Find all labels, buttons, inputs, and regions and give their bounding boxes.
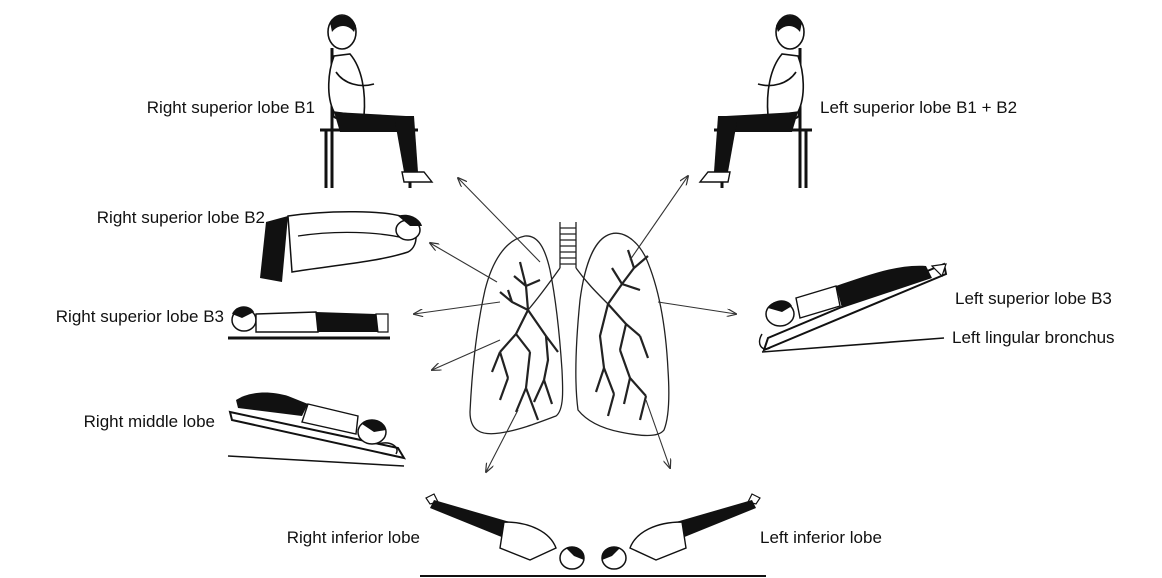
arrow-icon: [658, 302, 736, 314]
label-left-lingular-bronchus: Left lingular bronchus: [952, 328, 1115, 348]
label-right-middle-lobe: Right middle lobe: [84, 412, 215, 432]
arrow-icon: [646, 400, 670, 468]
lungs-icon: [470, 222, 669, 436]
label-right-inferior-lobe: Right inferior lobe: [287, 528, 420, 548]
label-left-inferior-lobe: Left inferior lobe: [760, 528, 882, 548]
seated-person-icon: [700, 15, 812, 188]
arrow-icon: [630, 176, 688, 260]
lying-person-icon: [760, 264, 946, 350]
label-right-superior-b3: Right superior lobe B3: [56, 307, 224, 327]
lying-person-icon: [228, 306, 390, 338]
lying-person-icon: [260, 212, 422, 282]
arrow-icon: [458, 178, 540, 262]
label-right-superior-b1: Right superior lobe B1: [147, 98, 315, 118]
arrow-icon: [430, 243, 497, 282]
label-right-superior-b2: Right superior lobe B2: [97, 208, 265, 228]
arrow-icon: [432, 340, 500, 370]
arrow-icon: [486, 410, 518, 472]
prone-person-icon: [420, 494, 600, 576]
lying-person-icon: [228, 393, 404, 466]
label-left-superior-b1-b2: Left superior lobe B1 + B2: [820, 98, 1017, 118]
arrows: [414, 176, 736, 472]
arrow-icon: [414, 302, 500, 314]
seated-person-icon: [320, 15, 432, 188]
prone-person-icon: [586, 494, 766, 576]
label-left-superior-b3: Left superior lobe B3: [955, 289, 1112, 309]
